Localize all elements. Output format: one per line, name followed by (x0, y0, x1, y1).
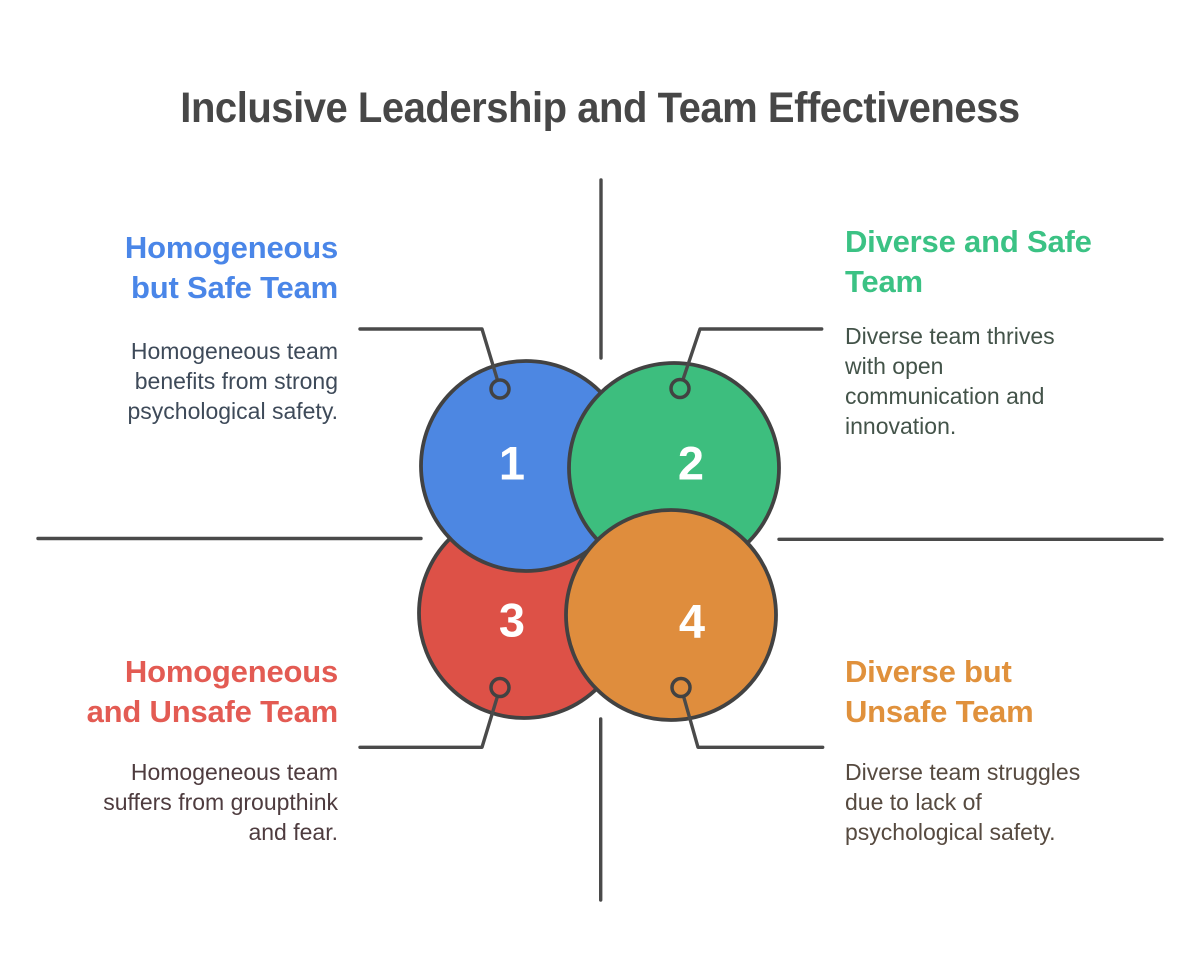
heading-line: Homogeneous (124, 230, 338, 265)
circle-number-4: 4 (679, 595, 705, 648)
connector-line-top-left (358, 327, 500, 382)
body-line: Homogeneous team (130, 759, 338, 785)
anchor-ring-4 (670, 676, 692, 699)
body-line: due to lack of (845, 789, 982, 815)
body-line: Diverse team thrives (845, 323, 1055, 349)
body-homogeneous-but-safe-team: Homogeneous team benefits from strong ps… (38, 336, 338, 426)
heading-line: Team (845, 264, 923, 299)
body-line: communication and (845, 383, 1045, 409)
circle-number-3: 3 (499, 594, 525, 647)
connector-line-bottom-left (358, 695, 499, 749)
body-diverse-but-unsafe-team: Diverse team struggles due to lack of ps… (845, 757, 1145, 847)
body-line: benefits from strong (134, 368, 338, 394)
heading-line: Homogeneous (124, 654, 338, 689)
heading-line: but Safe Team (131, 270, 338, 305)
body-homogeneous-and-unsafe-team: Homogeneous team suffers from groupthink… (38, 757, 338, 847)
anchor-rings (489, 377, 692, 699)
body-line: psychological safety. (845, 819, 1056, 845)
anchor-ring-3 (489, 676, 511, 699)
axis-lines (36, 178, 1164, 902)
circle-number-2: 2 (678, 437, 704, 490)
connector-line-bottom-right (682, 695, 825, 749)
heading-line: Diverse and Safe (845, 224, 1092, 259)
anchor-ring-2 (669, 377, 691, 400)
heading-homogeneous-but-safe-team: Homogeneous but Safe Team (38, 228, 338, 308)
heading-line: and Unsafe Team (86, 694, 339, 729)
circle-4-diverse-unsafe (564, 508, 778, 722)
anchor-ring-1 (489, 378, 511, 400)
heading-homogeneous-and-unsafe-team: Homogeneous and Unsafe Team (38, 652, 339, 732)
body-line: and fear. (248, 819, 338, 845)
connector-lines (358, 327, 825, 749)
heading-line: Diverse but (845, 654, 1012, 689)
body-line: Homogeneous team (130, 338, 338, 364)
heading-diverse-and-safe-team: Diverse and Safe Team (845, 222, 1145, 302)
body-line: innovation. (845, 413, 957, 439)
heading-diverse-but-unsafe-team: Diverse but Unsafe Team (845, 652, 1145, 732)
body-line: with open (845, 353, 944, 379)
body-line: suffers from groupthink (103, 789, 338, 815)
circle-number-1: 1 (499, 437, 525, 490)
connector-line-top-right (681, 327, 824, 382)
circle-numbers: 1 2 3 4 (499, 437, 705, 648)
body-diverse-and-safe-team: Diverse team thrives with open communica… (845, 321, 1145, 441)
page-title: Inclusive Leadership and Team Effectiven… (180, 84, 1020, 132)
body-line: psychological safety. (127, 398, 338, 424)
heading-line: Unsafe Team (845, 694, 1034, 729)
body-line: Diverse team struggles (845, 759, 1081, 785)
